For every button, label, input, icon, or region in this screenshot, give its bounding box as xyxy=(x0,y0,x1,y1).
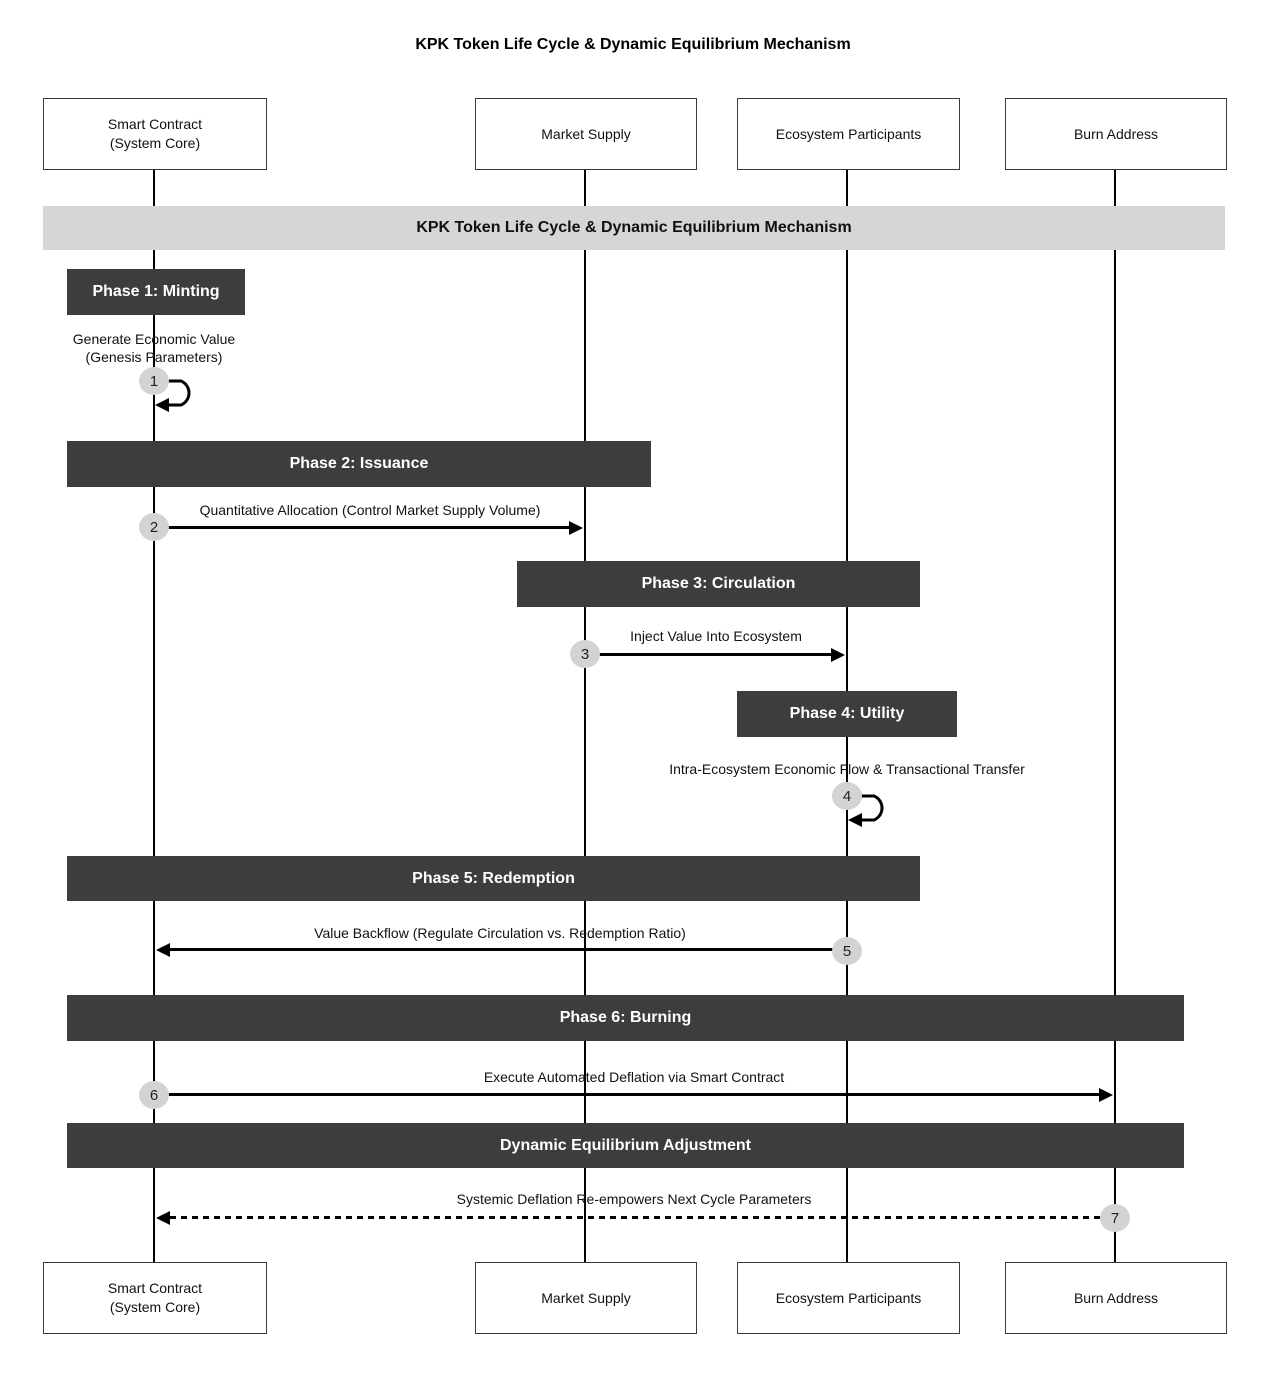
phase-bar-minting: Phase 1: Minting xyxy=(67,269,245,315)
actor-bottom-smart-contract: Smart Contract (System Core) xyxy=(43,1262,267,1334)
message-6-label: Execute Automated Deflation via Smart Co… xyxy=(483,1069,785,1085)
actor-top-market-supply: Market Supply xyxy=(475,98,697,170)
message-3-arrowhead xyxy=(831,648,845,662)
phase-bar-issuance: Phase 2: Issuance xyxy=(67,441,651,487)
message-3-label: Inject Value Into Ecosystem xyxy=(630,628,802,644)
actor-label: Smart Contract xyxy=(107,1280,203,1296)
message-2-label: Quantitative Allocation (Control Market … xyxy=(199,502,541,518)
message-7-arrowhead xyxy=(156,1211,170,1225)
actor-label: Burn Address xyxy=(1073,125,1159,142)
actor-top-smart-contract: Smart Contract (System Core) xyxy=(43,98,267,170)
message-7-line xyxy=(170,1216,1101,1219)
lifeline-burn-address xyxy=(1114,170,1116,1262)
lifeline-smart-contract xyxy=(153,170,155,1262)
diagram-banner: KPK Token Life Cycle & Dynamic Equilibri… xyxy=(43,206,1225,250)
phase-bar-equilibrium: Dynamic Equilibrium Adjustment xyxy=(67,1123,1184,1168)
sequence-number-1: 1 xyxy=(139,367,169,395)
sequence-number-6: 6 xyxy=(139,1081,169,1109)
phase-bar-utility: Phase 4: Utility xyxy=(737,691,957,737)
actor-top-burn-address: Burn Address xyxy=(1005,98,1227,170)
message-6-arrowhead xyxy=(1099,1088,1113,1102)
message-1-label: Generate Economic Value (Genesis Paramet… xyxy=(24,330,284,366)
actor-label: Ecosystem Participants xyxy=(775,1289,922,1306)
actor-bottom-market-supply: Market Supply xyxy=(475,1262,697,1334)
message-4-label: Intra-Ecosystem Economic Flow & Transact… xyxy=(669,761,1025,777)
sequence-number-7: 7 xyxy=(1100,1204,1130,1232)
message-1-line1: Generate Economic Value xyxy=(72,331,236,347)
sequence-number-2: 2 xyxy=(139,513,169,541)
message-5-arrowhead xyxy=(156,943,170,957)
sequence-number-4: 4 xyxy=(832,782,862,810)
actor-bottom-ecosystem-participants: Ecosystem Participants xyxy=(737,1262,960,1334)
phase-bar-redemption: Phase 5: Redemption xyxy=(67,856,920,901)
actor-bottom-burn-address: Burn Address xyxy=(1005,1262,1227,1334)
actor-top-ecosystem-participants: Ecosystem Participants xyxy=(737,98,960,170)
message-6-line xyxy=(168,1093,1101,1096)
phase-bar-burning: Phase 6: Burning xyxy=(67,995,1184,1041)
self-loop-arrow-4 xyxy=(848,794,884,827)
self-loop-arrow-1 xyxy=(155,379,191,412)
actor-label: Ecosystem Participants xyxy=(775,125,922,142)
message-7-label: Systemic Deflation Re-empowers Next Cycl… xyxy=(456,1191,812,1207)
message-3-line xyxy=(599,653,833,656)
actor-sublabel: (System Core) xyxy=(109,135,201,151)
actor-sublabel: (System Core) xyxy=(109,1299,201,1315)
actor-label: Market Supply xyxy=(541,1289,631,1306)
message-1-line2: (Genesis Parameters) xyxy=(85,349,223,365)
message-5-line xyxy=(170,948,833,951)
message-2-arrowhead xyxy=(569,521,583,535)
sequence-number-3: 3 xyxy=(570,640,600,668)
phase-bar-circulation: Phase 3: Circulation xyxy=(517,561,920,607)
message-5-label: Value Backflow (Regulate Circulation vs.… xyxy=(314,925,686,941)
actor-label: Burn Address xyxy=(1073,1289,1159,1306)
lifeline-market-supply xyxy=(584,170,586,1262)
diagram-title: KPK Token Life Cycle & Dynamic Equilibri… xyxy=(415,36,851,53)
sequence-number-5: 5 xyxy=(832,937,862,965)
actor-label: Smart Contract xyxy=(107,116,203,132)
actor-label: Market Supply xyxy=(541,125,631,142)
message-2-line xyxy=(168,526,571,529)
